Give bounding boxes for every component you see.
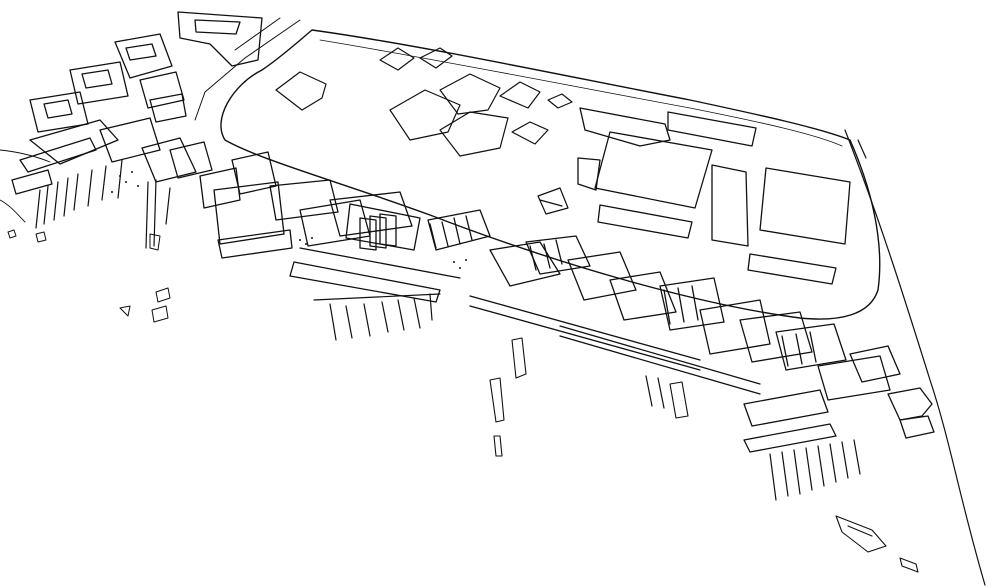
right-boats <box>669 381 919 573</box>
river-edge-line <box>844 129 986 586</box>
right-piers <box>645 375 861 501</box>
upper-left-buildings <box>11 11 277 209</box>
right-development <box>469 235 935 453</box>
road-loop <box>194 17 881 320</box>
texture-dots <box>111 171 467 269</box>
middle-piers <box>313 293 441 341</box>
left-piers <box>35 159 171 249</box>
left-shoreline <box>0 149 51 223</box>
middle-waterfront <box>213 179 491 303</box>
center-boats <box>489 337 527 457</box>
inner-blocks <box>275 47 573 215</box>
warehouse-blocks <box>577 107 851 285</box>
left-boats <box>7 229 171 323</box>
